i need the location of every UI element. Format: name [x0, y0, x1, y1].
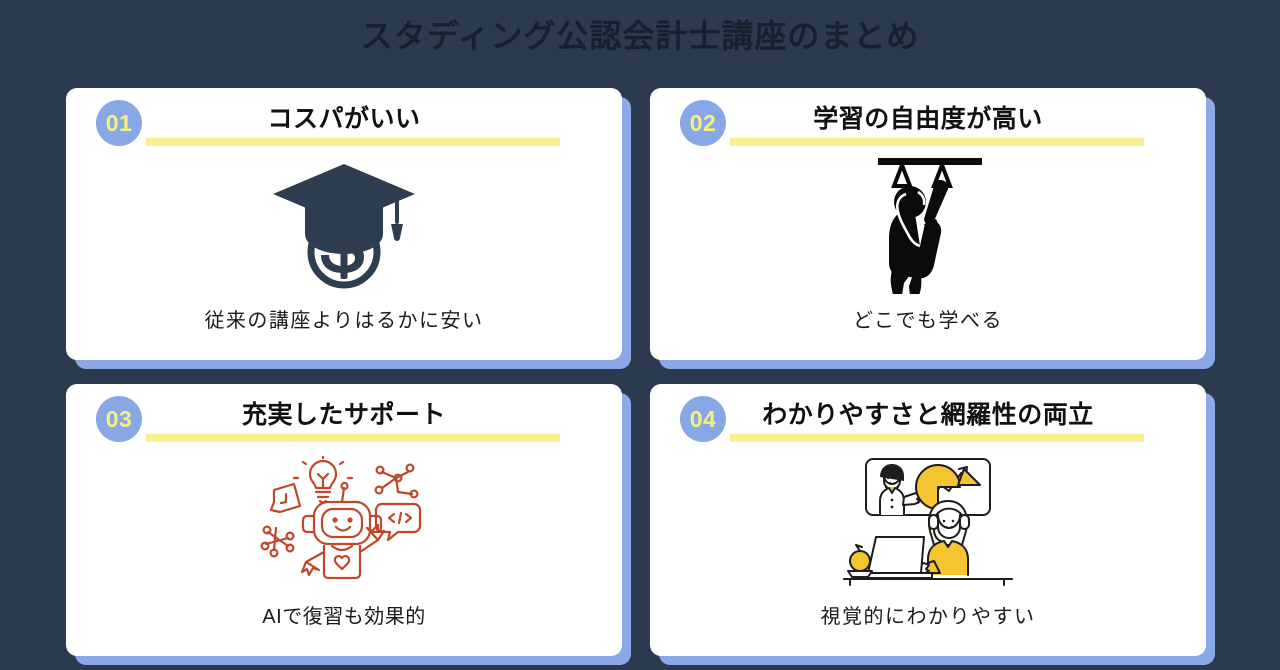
graduation-cap-dollar-icon	[273, 164, 415, 289]
commuter-strap-hanger-icon	[878, 158, 982, 294]
card-heading: コスパがいい	[66, 104, 622, 135]
card-number-badge: 04	[680, 396, 726, 442]
card-title: 学習の自由度が高い	[813, 105, 1043, 133]
ai-robot-support-icon	[260, 456, 422, 580]
card-number-badge: 03	[96, 396, 142, 442]
page-title: スタディング公認会計士講座のまとめ	[360, 18, 920, 54]
card-caption: どこでも学べる	[853, 310, 1003, 332]
online-lecture-laptop-icon	[843, 458, 1013, 586]
card-heading: 学習の自由度が高い	[650, 104, 1206, 135]
title-underline	[146, 138, 560, 146]
card-title: 充実したサポート	[241, 401, 446, 429]
feature-card-02[interactable]: 02 学習の自由度が高い	[650, 88, 1206, 360]
card-number-badge: 02	[680, 100, 726, 146]
feature-card-03[interactable]: 03 充実したサポート	[66, 384, 622, 656]
card-number-badge: 01	[96, 100, 142, 146]
card-caption: AIで復習も効果的	[262, 606, 426, 628]
feature-card-01[interactable]: 01 コスパがいい	[66, 88, 622, 360]
card-title: コスパがいい	[267, 105, 421, 133]
card-heading: わかりやすさと網羅性の両立	[650, 400, 1206, 431]
title-underline	[730, 138, 1144, 146]
card-caption: 視覚的にわかりやすい	[820, 606, 1036, 628]
title-underline	[730, 434, 1144, 442]
feature-card-grid: 01 コスパがいい	[66, 88, 1206, 660]
feature-card-04[interactable]: 04 わかりやすさと網羅性の両立	[650, 384, 1206, 656]
card-title: わかりやすさと網羅性の両立	[762, 401, 1094, 429]
card-heading: 充実したサポート	[66, 400, 622, 431]
card-illustration	[650, 150, 1206, 298]
card-caption: 従来の講座よりはるかに安い	[204, 310, 484, 332]
card-illustration	[650, 446, 1206, 594]
card-illustration	[66, 150, 622, 298]
card-illustration	[66, 446, 622, 594]
title-underline	[146, 434, 560, 442]
